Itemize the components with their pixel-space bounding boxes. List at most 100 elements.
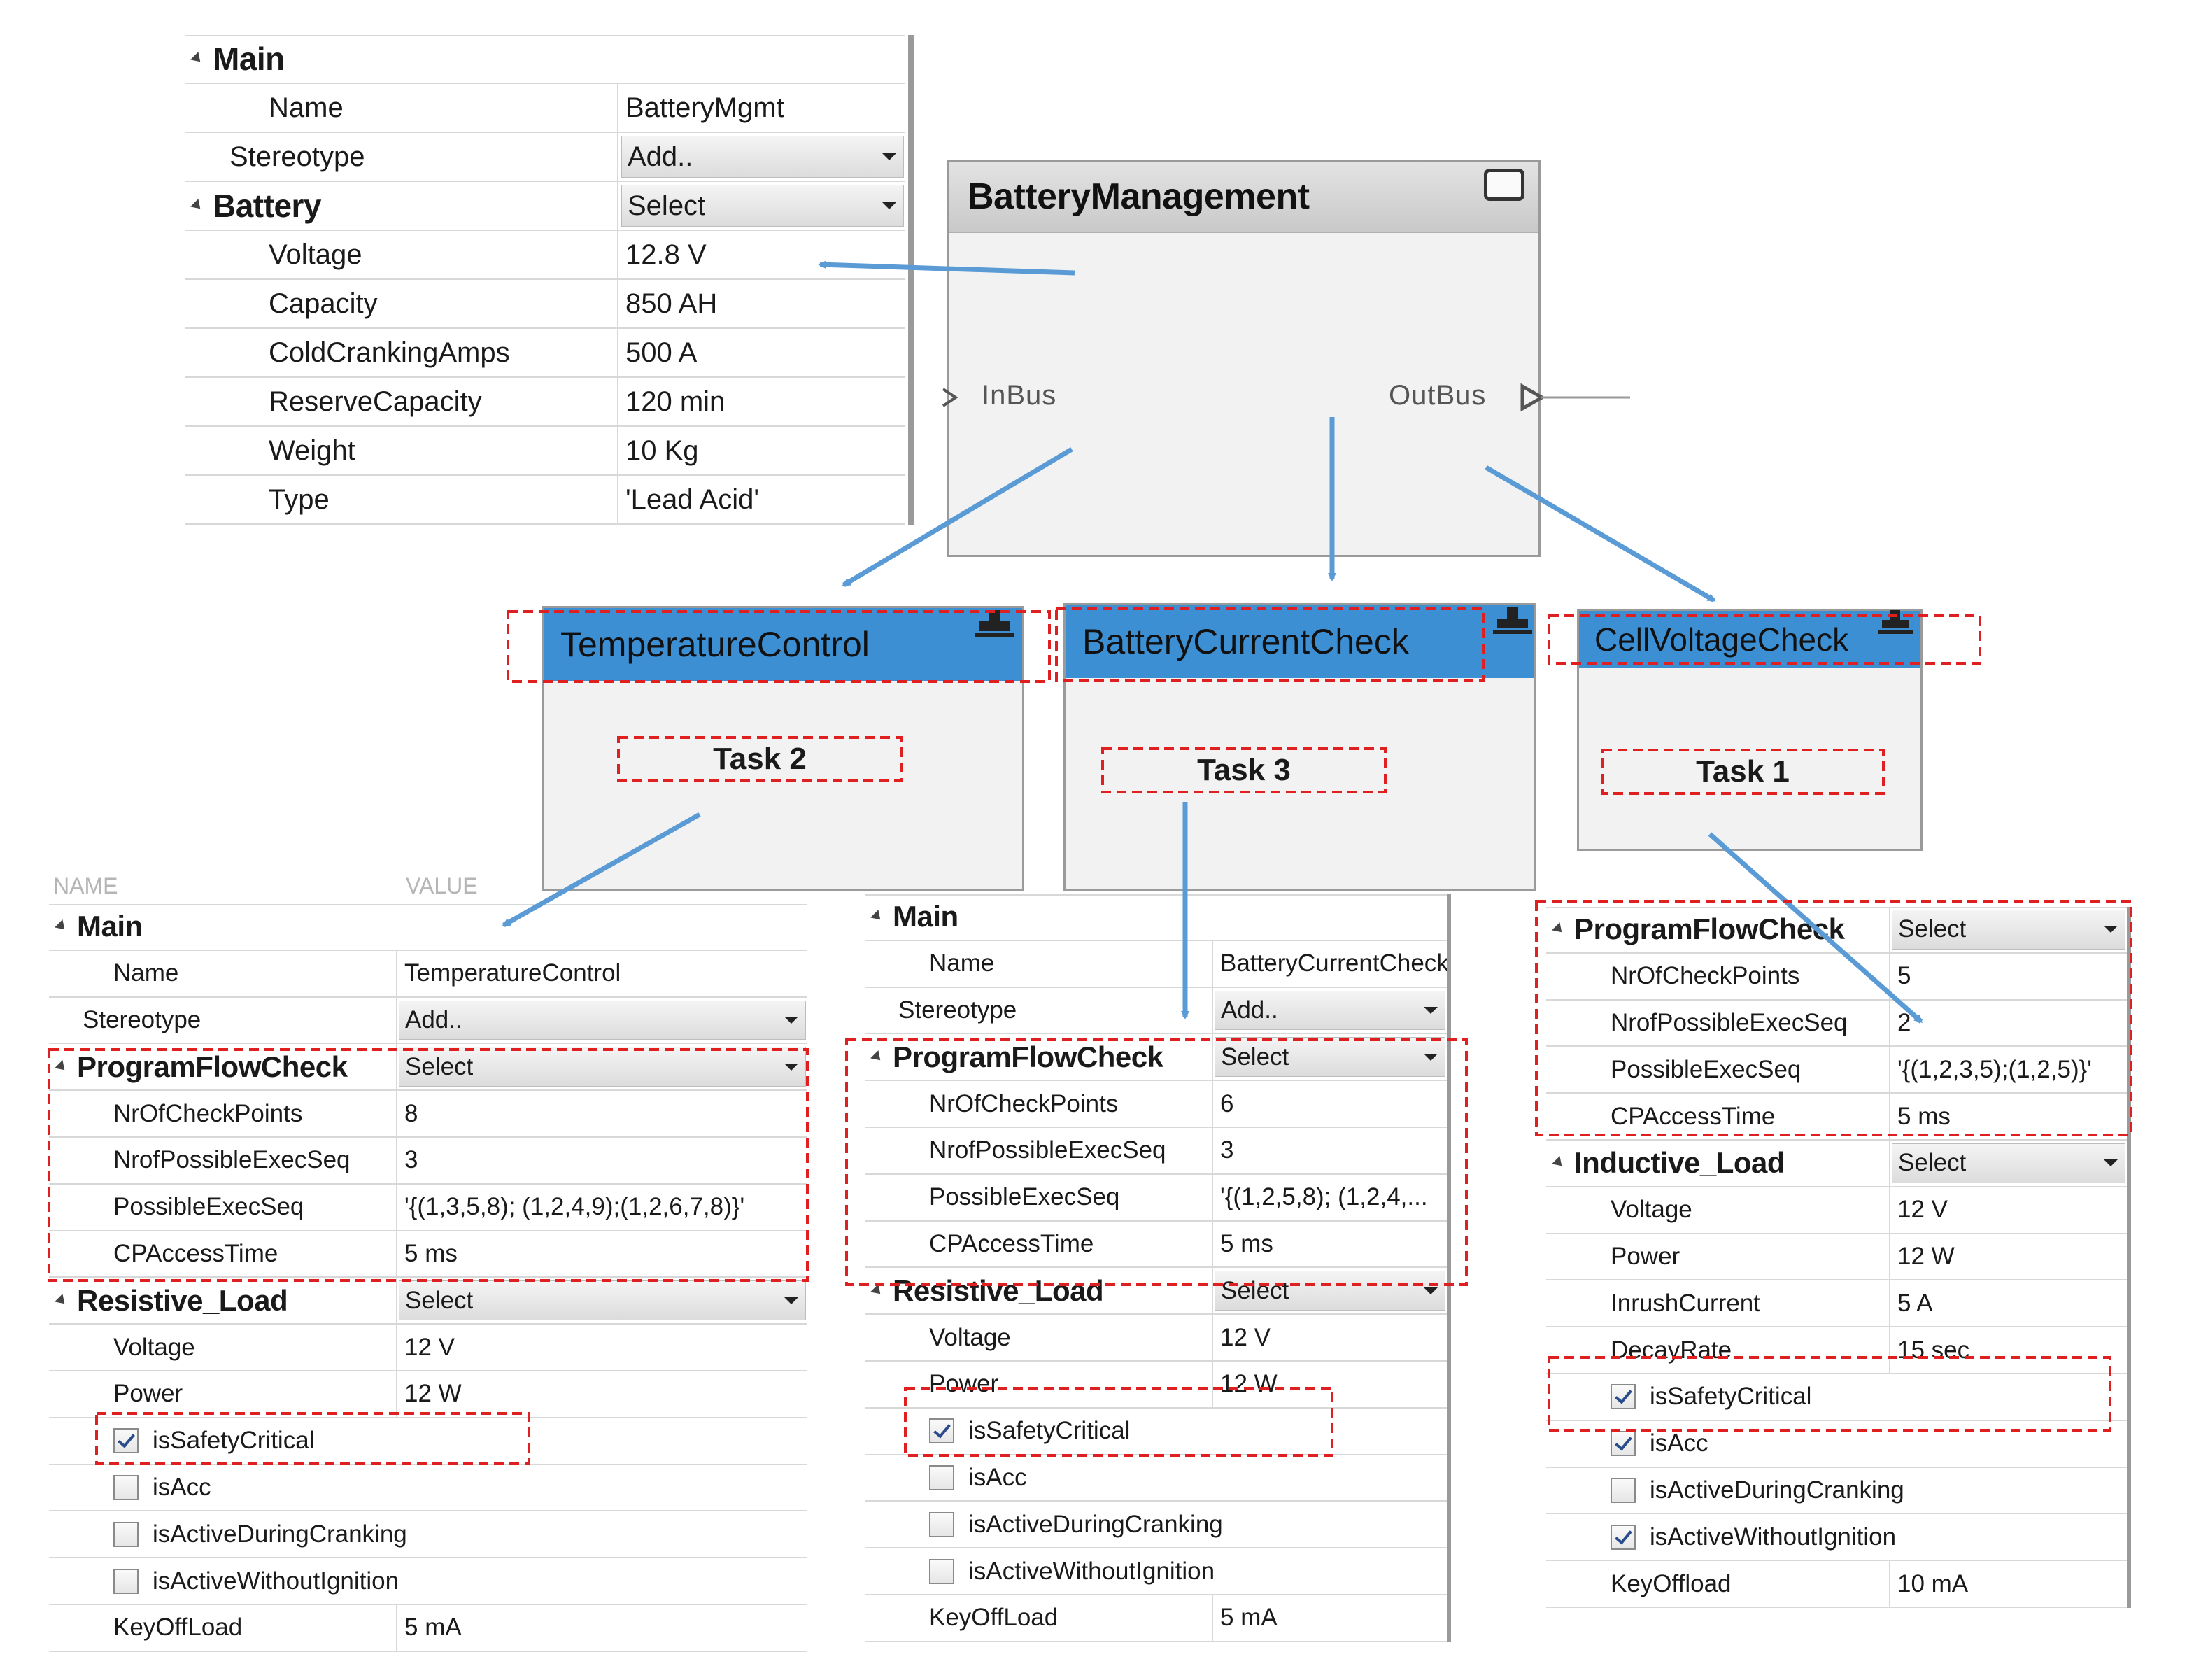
task-block-cell-voltage-check[interactable]: CellVoltageCheck <box>1577 609 1923 851</box>
checkbox-row-isactivewithoutignition[interactable]: isActiveWithoutIgnition <box>49 1558 807 1605</box>
battery-management-block[interactable]: BatteryManagement InBus OutBus <box>947 160 1541 557</box>
collapse-triangle-icon[interactable] <box>1552 1156 1566 1171</box>
checkbox[interactable] <box>113 1428 139 1454</box>
collapse-triangle-icon[interactable] <box>870 910 884 924</box>
checkbox[interactable] <box>929 1464 954 1490</box>
collapse-triangle-icon[interactable] <box>55 1293 69 1308</box>
task-label-task2: Task 2 <box>713 742 807 776</box>
grid-splitter[interactable] <box>908 35 914 525</box>
prop-row-possibleexecseq[interactable]: PossibleExecSeq'{(1,2,5,8); (1,2,4,... <box>865 1174 1447 1222</box>
group-battery[interactable]: Battery Select <box>185 182 905 231</box>
select-dropdown[interactable]: Select <box>1892 1143 2125 1183</box>
grid-splitter[interactable] <box>1447 894 1451 1642</box>
collapse-triangle-icon[interactable] <box>870 1050 884 1064</box>
checkbox[interactable] <box>929 1418 954 1444</box>
column-header-name: NAME <box>53 873 118 898</box>
prop-row-possibleexecseq[interactable]: PossibleExecSeq'{(1,3,5,8); (1,2,4,9);(1… <box>49 1184 807 1231</box>
stereotype-dropdown[interactable]: Add.. <box>1215 990 1445 1031</box>
checkbox-row-isactiveduringcranking[interactable]: isActiveDuringCranking <box>1546 1468 2127 1515</box>
checkbox[interactable] <box>1611 1431 1636 1457</box>
checkbox[interactable] <box>113 1474 139 1500</box>
checkbox-row-issafetycritical[interactable]: isSafetyCritical <box>1546 1374 2127 1421</box>
group-main[interactable]: Main <box>185 35 905 84</box>
select-dropdown[interactable]: Select <box>1892 910 2125 950</box>
collapse-triangle-icon[interactable] <box>190 199 204 213</box>
stereotype-dropdown[interactable]: Add.. <box>621 136 904 178</box>
collapse-triangle-icon[interactable] <box>1552 922 1566 937</box>
collapse-triangle-icon[interactable] <box>55 1059 69 1074</box>
stereotype-dropdown[interactable]: Add.. <box>399 1000 806 1040</box>
select-dropdown[interactable]: Select <box>399 1280 806 1321</box>
checkbox-row-isacc[interactable]: isAcc <box>865 1455 1447 1502</box>
prop-row-type[interactable]: Type 'Lead Acid' <box>185 476 905 525</box>
checkbox-row-issafetycritical[interactable]: isSafetyCritical <box>865 1409 1447 1455</box>
checkbox-row-isactivewithoutignition[interactable]: isActiveWithoutIgnition <box>865 1548 1447 1595</box>
prop-row-weight[interactable]: Weight 10 Kg <box>185 427 905 476</box>
checkbox[interactable] <box>1611 1524 1636 1550</box>
battery-select-dropdown[interactable]: Select <box>621 185 904 227</box>
checkbox-row-isactivewithoutignition[interactable]: isActiveWithoutIgnition <box>1546 1514 2127 1562</box>
checkbox[interactable] <box>1611 1477 1636 1503</box>
prop-row-coldcrankingamps[interactable]: ColdCrankingAmps 500 A <box>185 329 905 378</box>
prop-row-capacity[interactable]: Capacity 850 AH <box>185 280 905 329</box>
checkbox-row-isacc[interactable]: isAcc <box>49 1465 807 1512</box>
prop-row-reservecapacity[interactable]: ReserveCapacity 120 min <box>185 378 905 427</box>
checkbox[interactable] <box>113 1521 139 1547</box>
group-main[interactable]: Main <box>49 904 807 951</box>
collapse-triangle-icon[interactable] <box>870 1283 884 1298</box>
inbus-port-label[interactable]: InBus <box>982 380 1057 411</box>
grid-splitter[interactable] <box>2127 907 2131 1608</box>
checkbox-row-issafetycritical[interactable]: isSafetyCritical <box>49 1418 807 1465</box>
checkbox[interactable] <box>929 1558 954 1584</box>
prop-row-possibleexecseq[interactable]: PossibleExecSeq'{(1,2,3,5);(1,2,5)}' <box>1546 1047 2127 1094</box>
select-dropdown[interactable]: Select <box>399 1047 806 1087</box>
group-main[interactable]: Main <box>865 894 1447 941</box>
block-icon[interactable] <box>1484 169 1524 201</box>
checkbox-row-isactiveduringcranking[interactable]: isActiveDuringCranking <box>49 1511 807 1559</box>
collapse-triangle-icon[interactable] <box>190 52 204 66</box>
prop-row-voltage[interactable]: Voltage 12.8 V <box>185 231 905 280</box>
prop-row-stereotype[interactable]: Stereotype Add.. <box>185 133 905 182</box>
prop-row-name[interactable]: Name BatteryMgmt <box>185 84 905 133</box>
task-block-battery-current-check[interactable]: BatteryCurrentCheck <box>1063 603 1536 891</box>
checkbox-row-isacc[interactable]: isAcc <box>1546 1421 2127 1468</box>
checkbox[interactable] <box>929 1511 954 1537</box>
outbus-port-label[interactable]: OutBus <box>1389 380 1487 411</box>
checkbox-row-isactiveduringcranking[interactable]: isActiveDuringCranking <box>865 1502 1447 1549</box>
checkbox[interactable] <box>113 1568 139 1594</box>
select-dropdown[interactable]: Select <box>1215 1271 1445 1311</box>
select-dropdown[interactable]: Select <box>1215 1037 1445 1078</box>
collapse-triangle-icon[interactable] <box>55 919 69 934</box>
checkbox[interactable] <box>1611 1384 1636 1410</box>
